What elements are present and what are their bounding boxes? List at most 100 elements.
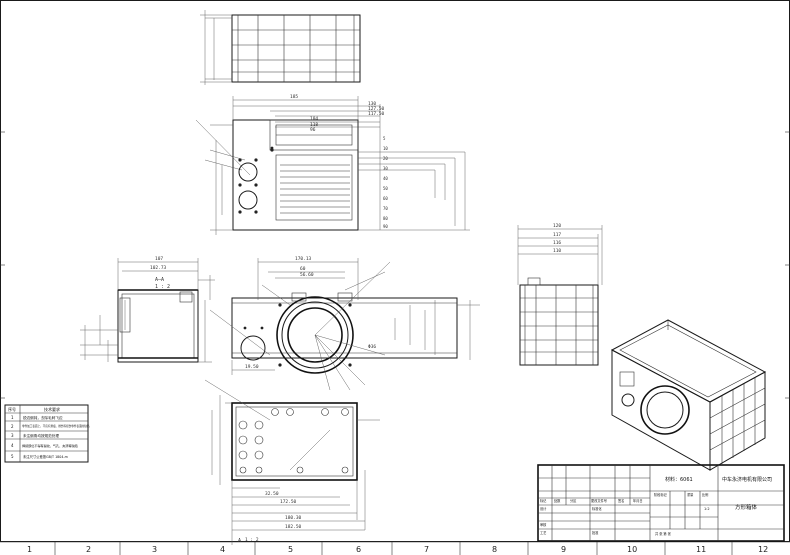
notes-row-index: 5 [11,454,14,459]
column-number-strip: 1 2 3 4 5 6 7 8 9 10 11 12 [27,542,768,555]
column-number: 8 [492,545,497,554]
column-number: 9 [561,545,566,554]
column-number: 2 [86,545,91,554]
dim-label: 170.13 [295,256,312,262]
top-rib-view [200,10,361,85]
dim-label: 116 [553,240,561,246]
dim-label: 80 [383,216,388,221]
scale-label: 1 : 2 [155,284,170,290]
notes-table: 序号 技术要求 1 锐边倒钝，去除毛刺飞边 2 零件加工表面上，不应有划痕、擦伤… [4,404,90,463]
section-label: A—A [155,277,164,283]
dim-label: 127.50 [368,106,385,112]
dimension-lines [195,96,470,235]
bolt-holes [238,146,274,214]
port-circle-upper [238,162,258,182]
row-label: 年月日 [633,498,643,503]
dim-label: 172.50 [280,499,297,505]
notes-row-text: 未注尺寸公差按GB/T 1804-m [23,454,68,459]
dim-label: 60 [383,196,388,201]
notes-header-title: 技术要求 [44,406,60,412]
iso-port [621,393,635,407]
main-bore-mid [281,301,349,369]
company-name: 中车永济电机有限公司 [722,476,772,483]
row-label: 签名 [618,498,624,503]
left-section-view: 107 102.73 A—A 1 : 2 [80,256,215,363]
section-mark: A [238,538,241,544]
dim-label: 20 [383,156,388,161]
standardize-label: 标准化 [592,506,602,511]
review-label: 审核 [540,522,547,527]
stage-label: 阶段标记 [654,492,668,497]
dim-label: 185 [290,94,298,100]
row-label: 标记 [540,498,547,503]
notes-row-index: 1 [11,415,14,420]
column-number: 10 [627,545,637,554]
title-block: 材料：6061 中车永济电机有限公司 方形箱体 标记 处数 分区 更改文件号 签… [537,464,785,542]
dim-label: 104 [310,116,318,122]
dim-label: 117.50 [368,111,385,117]
top-view: 185 130 127.50 117.50 104 118 96 5 10 20… [195,94,470,235]
dim-label: 30 [383,166,388,171]
left-port [240,335,266,361]
dim-label: 110 [553,248,561,254]
dim-label: 182.50 [285,524,302,530]
scale-value: 1:2 [704,507,710,511]
column-number: 12 [758,545,768,554]
dim-label: 130 [368,101,376,107]
dim-label: 5 [383,136,386,141]
edge-zone-ticks [0,131,790,399]
row-label: 处数 [554,498,561,503]
column-number: 3 [152,545,157,554]
notes-row-index: 4 [11,443,14,448]
dim-label: 118 [310,122,318,128]
sheet-label: 共 张 第 张 [655,531,672,536]
bottom-view: 32.50 172.50 180.30 182.50 A 1 : 2 [204,379,380,545]
row-label: 更改文件号 [591,498,607,503]
dim-label: 107 [155,256,163,262]
dim-label: 56.60 [300,272,314,278]
right-side-view: 120 117 116 110 [517,223,603,366]
dim-label: 19.50 [245,364,259,370]
notes-row-text: 焊接部位不得有裂纹、气孔、夹渣等缺陷 [22,443,78,448]
note-label: Φ36 [368,344,376,350]
bolt-holes [238,408,349,474]
notes-row-index: 2 [11,424,14,429]
dim-label: 117 [553,232,561,238]
notes-row-text: 锐边倒钝，去除毛刺飞边 [23,415,63,420]
column-number: 1 [27,545,32,554]
dim-label: 120 [553,223,561,229]
dim-label: 96 [310,127,316,133]
main-bore-outer [276,296,354,374]
notes-row-index: 3 [11,433,14,438]
column-number: 6 [356,545,361,554]
internal-structure [269,119,359,221]
port-circle-lower [238,190,258,210]
dim-label: 50 [383,186,388,191]
iso-bore [640,385,690,435]
notes-row-text: 未注倒角均按规范处理 [23,433,59,438]
scale-label: 比例 [702,492,708,497]
iso-bore-inner [646,391,684,429]
dim-label: 32.50 [265,491,279,497]
approve-label: 批准 [592,530,599,535]
dim-label: 180.30 [285,515,302,521]
weight-label: 重量 [687,492,694,497]
dim-label: 60 [300,266,306,272]
row-label: 分区 [570,498,577,503]
process-label: 工艺 [540,530,546,535]
dim-label: 40 [383,176,388,181]
column-number: 5 [288,545,293,554]
bolt-holes [243,303,352,367]
main-bore-inner [287,307,343,363]
column-number: 11 [696,545,706,554]
column-number: 4 [220,545,225,554]
dim-label: 90 [383,224,388,229]
part-name: 方形箱体 [735,503,758,511]
isometric-view [610,319,767,471]
material-label: 材料：6061 [665,476,693,483]
notes-row-text: 零件加工表面上，不应有划痕、擦伤等损伤零件表面的缺陷 [22,424,90,428]
notes-header-index: 序号 [8,406,16,412]
front-view: 170.13 60 56.60 Φ36 19.50 [209,256,480,391]
design-label: 设计 [540,506,547,511]
